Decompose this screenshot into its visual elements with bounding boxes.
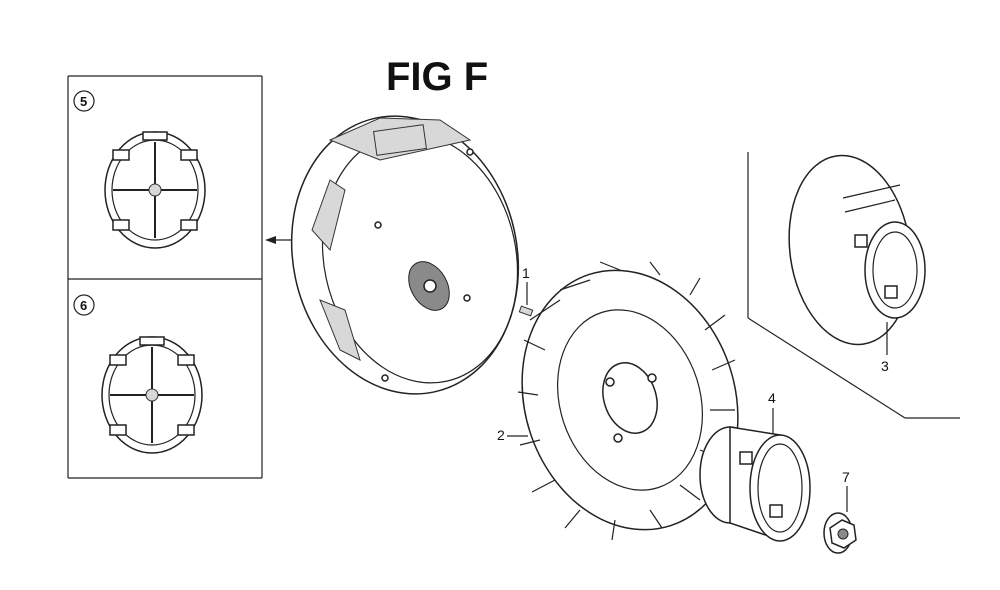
flywheel-variant-6-drawing (101, 336, 203, 454)
part-3: 3 (788, 154, 926, 374)
part-1-label: 1 (522, 265, 530, 281)
part-3-inset-frame (747, 152, 960, 419)
part-7: 7 (823, 469, 857, 554)
variant-6: 6 (73, 294, 203, 454)
starter-pulley-drawing (788, 154, 926, 346)
flywheel-variant-5-drawing (104, 131, 206, 249)
part-1: 1 (518, 265, 534, 317)
flywheel-plate-drawing (290, 115, 520, 395)
cooling-fan-drawing (517, 261, 739, 541)
part-4: 4 (699, 390, 811, 542)
figure-title: FIG F (386, 55, 488, 99)
flange-nut-drawing (823, 512, 857, 554)
part-2: 2 (497, 261, 739, 541)
variant-6-callout-circle (73, 294, 95, 316)
starter-cup-drawing (699, 426, 811, 542)
variant-5: 5 (73, 90, 206, 249)
woodruff-key-drawing (518, 305, 534, 317)
part-7-label: 7 (842, 469, 850, 485)
variant-5-label: 5 (80, 94, 87, 109)
part-3-label: 3 (881, 358, 889, 374)
variant-6-label: 6 (80, 298, 87, 313)
variant-inset-frame (67, 75, 263, 479)
part-2-label: 2 (497, 427, 505, 443)
variant-5-callout-circle (73, 90, 95, 112)
part-4-label: 4 (768, 390, 776, 406)
